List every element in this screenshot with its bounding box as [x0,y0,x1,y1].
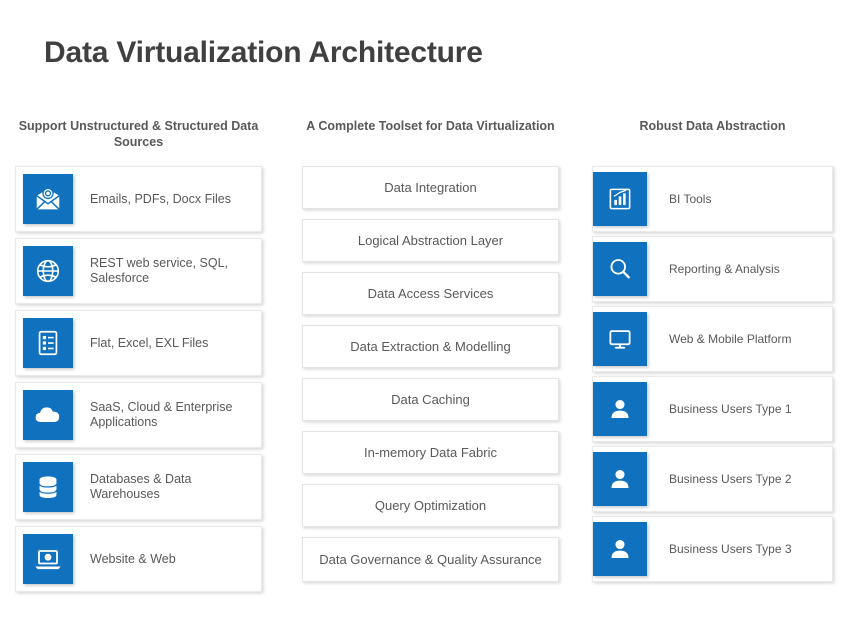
column-header-left: Support Unstructured & Structured Data S… [18,119,259,149]
cloud-icon [23,390,73,440]
email-envelope-icon [23,174,73,224]
user-icon [593,452,647,506]
database-icon [23,462,73,512]
column-data-abstraction: Robust Data Abstraction BI Tools Reporti… [592,118,833,586]
list-item-label: Data Integration [384,179,477,195]
list-item[interactable]: BI Tools [592,166,833,232]
bar-chart-icon [593,172,647,226]
magnifier-icon [593,242,647,296]
list-item-label: Flat, Excel, EXL Files [90,335,209,350]
column-toolset: A Complete Toolset for Data Virtualizati… [302,118,559,592]
list-item[interactable]: Databases & Data Warehouses [15,454,262,520]
list-item-label: BI Tools [669,191,712,206]
list-item-label: Business Users Type 2 [669,471,792,486]
column-data-sources: Support Unstructured & Structured Data S… [15,118,262,598]
column-header-middle: A Complete Toolset for Data Virtualizati… [306,119,555,133]
list-item[interactable]: Flat, Excel, EXL Files [15,310,262,376]
list-item-label: Databases & Data Warehouses [90,472,192,501]
list-item[interactable]: Data Integration [302,166,559,209]
list-item[interactable]: REST web service, SQL, Salesforce [15,238,262,304]
column-header-right: Robust Data Abstraction [639,119,786,133]
list-item-label: Data Access Services [367,285,494,301]
list-item-label: Business Users Type 1 [669,401,792,416]
monitor-icon [593,312,647,366]
list-item[interactable]: In-memory Data Fabric [302,431,559,474]
list-item[interactable]: Business Users Type 1 [592,376,833,442]
list-item[interactable]: SaaS, Cloud & Enterprise Applications [15,382,262,448]
list-item-label: Business Users Type 3 [669,541,792,556]
document-list-icon [23,318,73,368]
globe-icon [23,246,73,296]
list-item-label: Website & Web [90,551,176,566]
user-icon [593,522,647,576]
list-item-label: In-memory Data Fabric [364,444,497,460]
laptop-web-icon [23,534,73,584]
list-item[interactable]: Business Users Type 2 [592,446,833,512]
list-item-label: REST web service, SQL, Salesforce [90,256,229,285]
list-item-label: Reporting & Analysis [669,261,780,276]
user-icon [593,382,647,436]
list-item[interactable]: Reporting & Analysis [592,236,833,302]
list-item[interactable]: Data Access Services [302,272,559,315]
list-item-label: Emails, PDFs, Docx Files [90,191,231,206]
list-item-label: SaaS, Cloud & Enterprise Applications [90,400,233,429]
list-item[interactable]: Data Governance & Quality Assurance [302,537,559,582]
list-item-label: Data Governance & Quality Assurance [319,551,542,567]
list-item[interactable]: Web & Mobile Platform [592,306,833,372]
list-item[interactable]: Data Extraction & Modelling [302,325,559,368]
list-item[interactable]: Business Users Type 3 [592,516,833,582]
list-item-label: Logical Abstraction Layer [357,232,504,248]
list-item-label: Query Optimization [374,497,487,513]
list-item[interactable]: Emails, PDFs, Docx Files [15,166,262,232]
list-item-label: Web & Mobile Platform [669,331,792,346]
list-item[interactable]: Query Optimization [302,484,559,527]
list-item[interactable]: Logical Abstraction Layer [302,219,559,262]
list-item-label: Data Extraction & Modelling [350,338,511,354]
list-item[interactable]: Website & Web [15,526,262,592]
list-item-label: Data Caching [391,391,470,407]
page-title: Data Virtualization Architecture [44,36,483,69]
list-item[interactable]: Data Caching [302,378,559,421]
